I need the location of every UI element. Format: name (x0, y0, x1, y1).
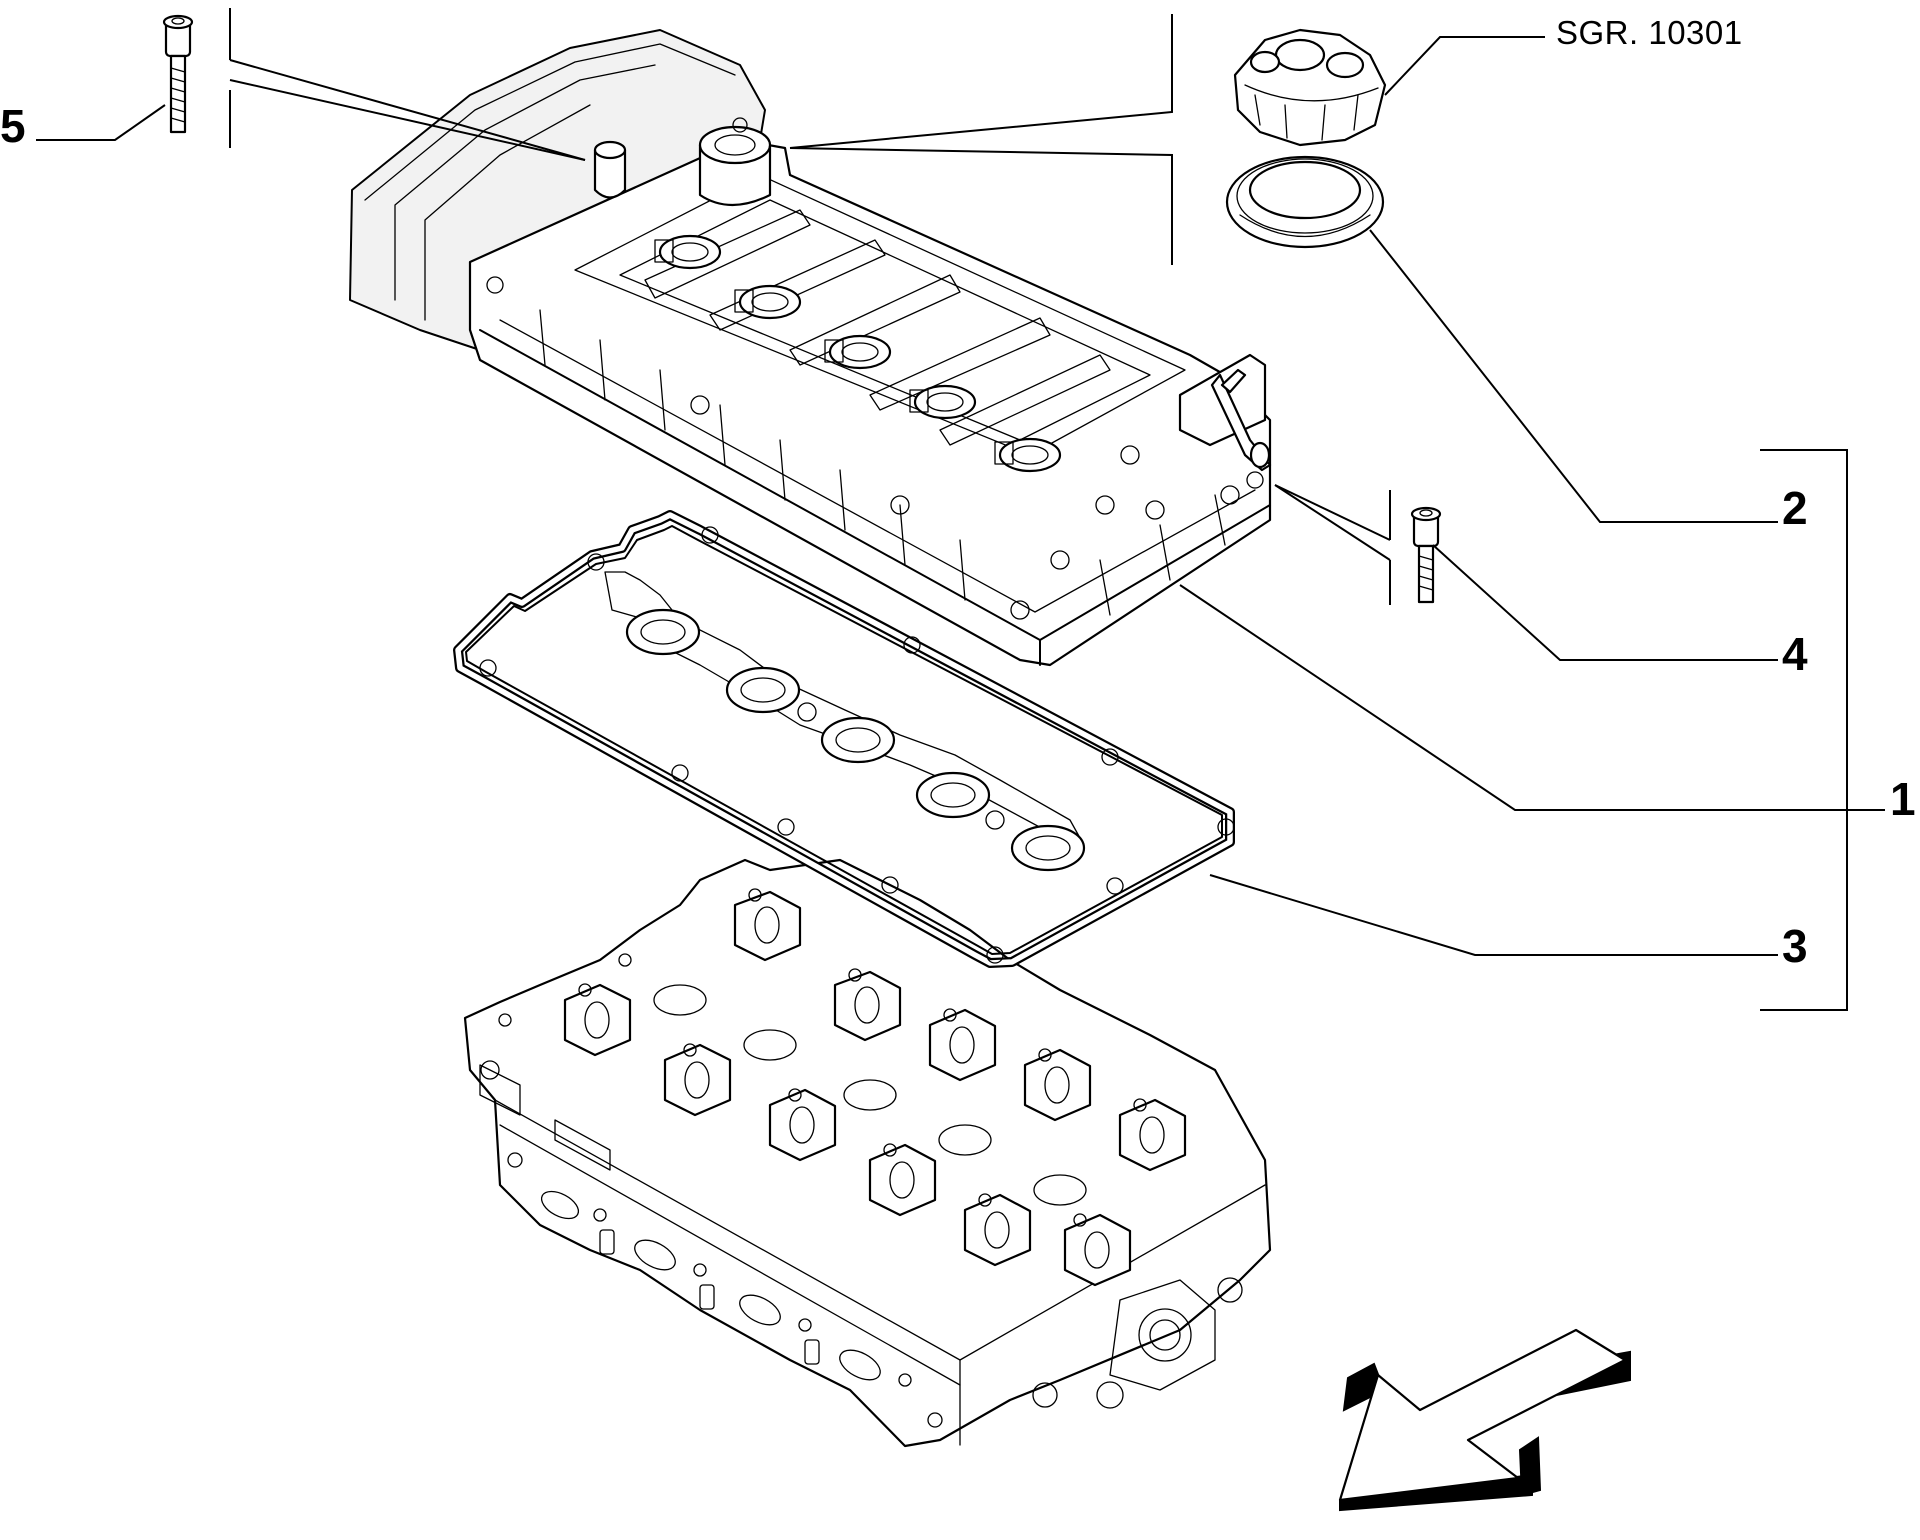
oil-filler-cap (1233, 28, 1387, 147)
cover-gasket (453, 510, 1235, 968)
callout-2: 2 (1782, 482, 1808, 534)
cap-seal-ring (1225, 155, 1385, 249)
callout-4: 4 (1782, 628, 1808, 680)
cover-bolt-long (162, 14, 194, 134)
callout-3: 3 (1782, 920, 1808, 972)
valve-cover (349, 29, 1272, 667)
leader-lines (36, 8, 1885, 1011)
cylinder-head (463, 858, 1272, 1448)
reference-code-label: SGR. 10301 (1556, 14, 1743, 51)
callout-1: 1 (1890, 773, 1916, 825)
arrow-down-left-icon (1338, 1328, 1631, 1512)
cover-bolt-short (1410, 506, 1442, 604)
callout-5: 5 (0, 100, 26, 152)
